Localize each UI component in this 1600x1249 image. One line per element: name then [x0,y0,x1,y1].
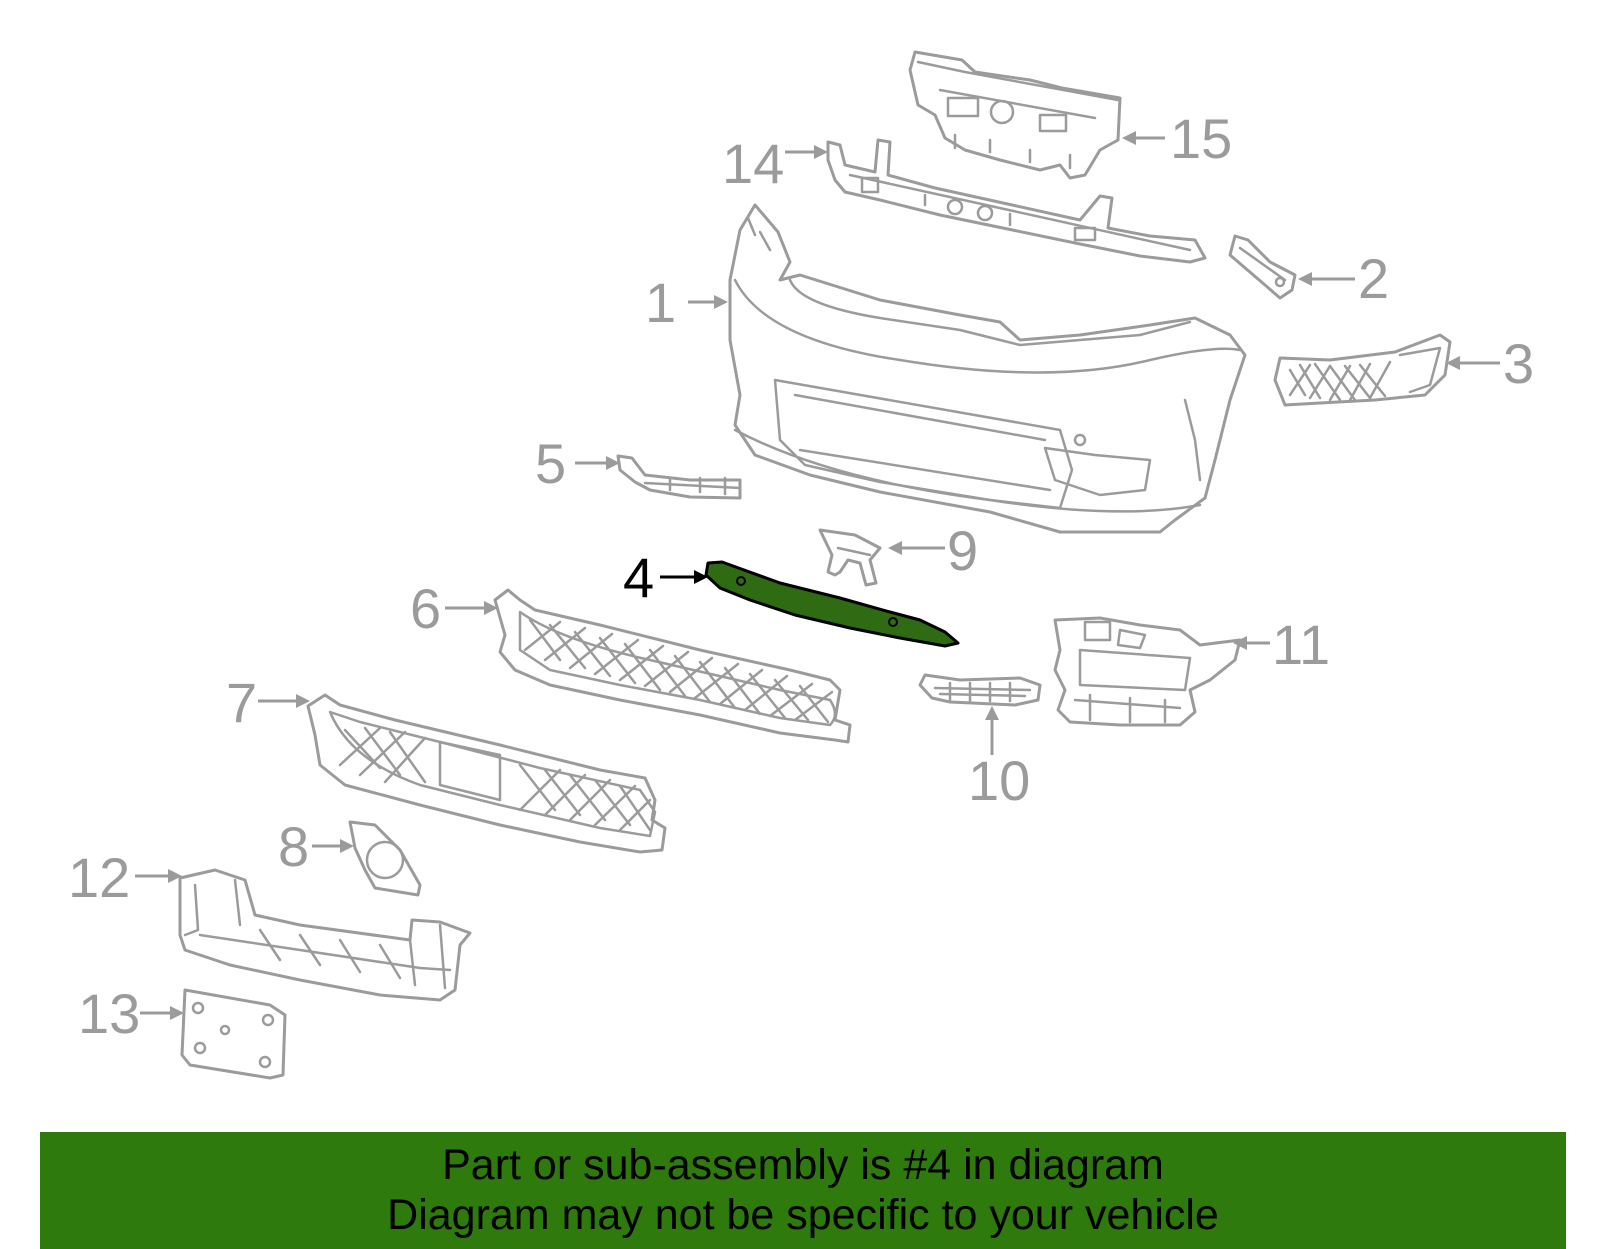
callout-14: 14 [722,132,784,195]
banner-line-1: Part or sub-assembly is #4 in diagram [442,1141,1164,1189]
part-2[interactable] [1228,234,1297,300]
part-1[interactable] [728,203,1247,534]
callout-7: 7 [226,671,257,734]
callout-10: 10 [968,749,1030,812]
part-8[interactable] [348,820,422,897]
callout-9: 9 [947,519,978,582]
callout-arrows [135,131,1500,1020]
part-3[interactable] [1273,333,1452,407]
callout-13: 13 [78,982,140,1045]
callout-8: 8 [278,815,309,878]
callout-1: 1 [645,271,676,334]
callout-4: 4 [623,546,654,609]
part-15[interactable] [908,50,1122,180]
callout-3: 3 [1503,332,1534,395]
callout-15: 15 [1170,107,1232,170]
callout-12: 12 [68,846,130,909]
part-6[interactable] [493,588,852,744]
part-11[interactable] [1053,616,1242,727]
info-banner: Part or sub-assembly is #4 in diagram Di… [40,1132,1566,1249]
callout-11: 11 [1272,613,1330,676]
callout-5: 5 [535,432,566,495]
banner-line-2: Diagram may not be specific to your vehi… [387,1191,1219,1239]
part-10[interactable] [918,673,1042,707]
part-12[interactable] [178,868,472,1002]
part-13[interactable] [180,988,287,1080]
part-7[interactable] [306,693,667,854]
part-9[interactable] [818,528,882,587]
callout-2: 2 [1358,247,1389,310]
callout-labels: 1 2 3 4 5 6 7 8 9 10 11 12 13 14 15 [68,107,1534,1045]
callout-6: 6 [410,577,441,640]
part-4[interactable] [704,560,960,648]
part-14[interactable] [826,138,1207,264]
part-5[interactable] [616,454,742,500]
